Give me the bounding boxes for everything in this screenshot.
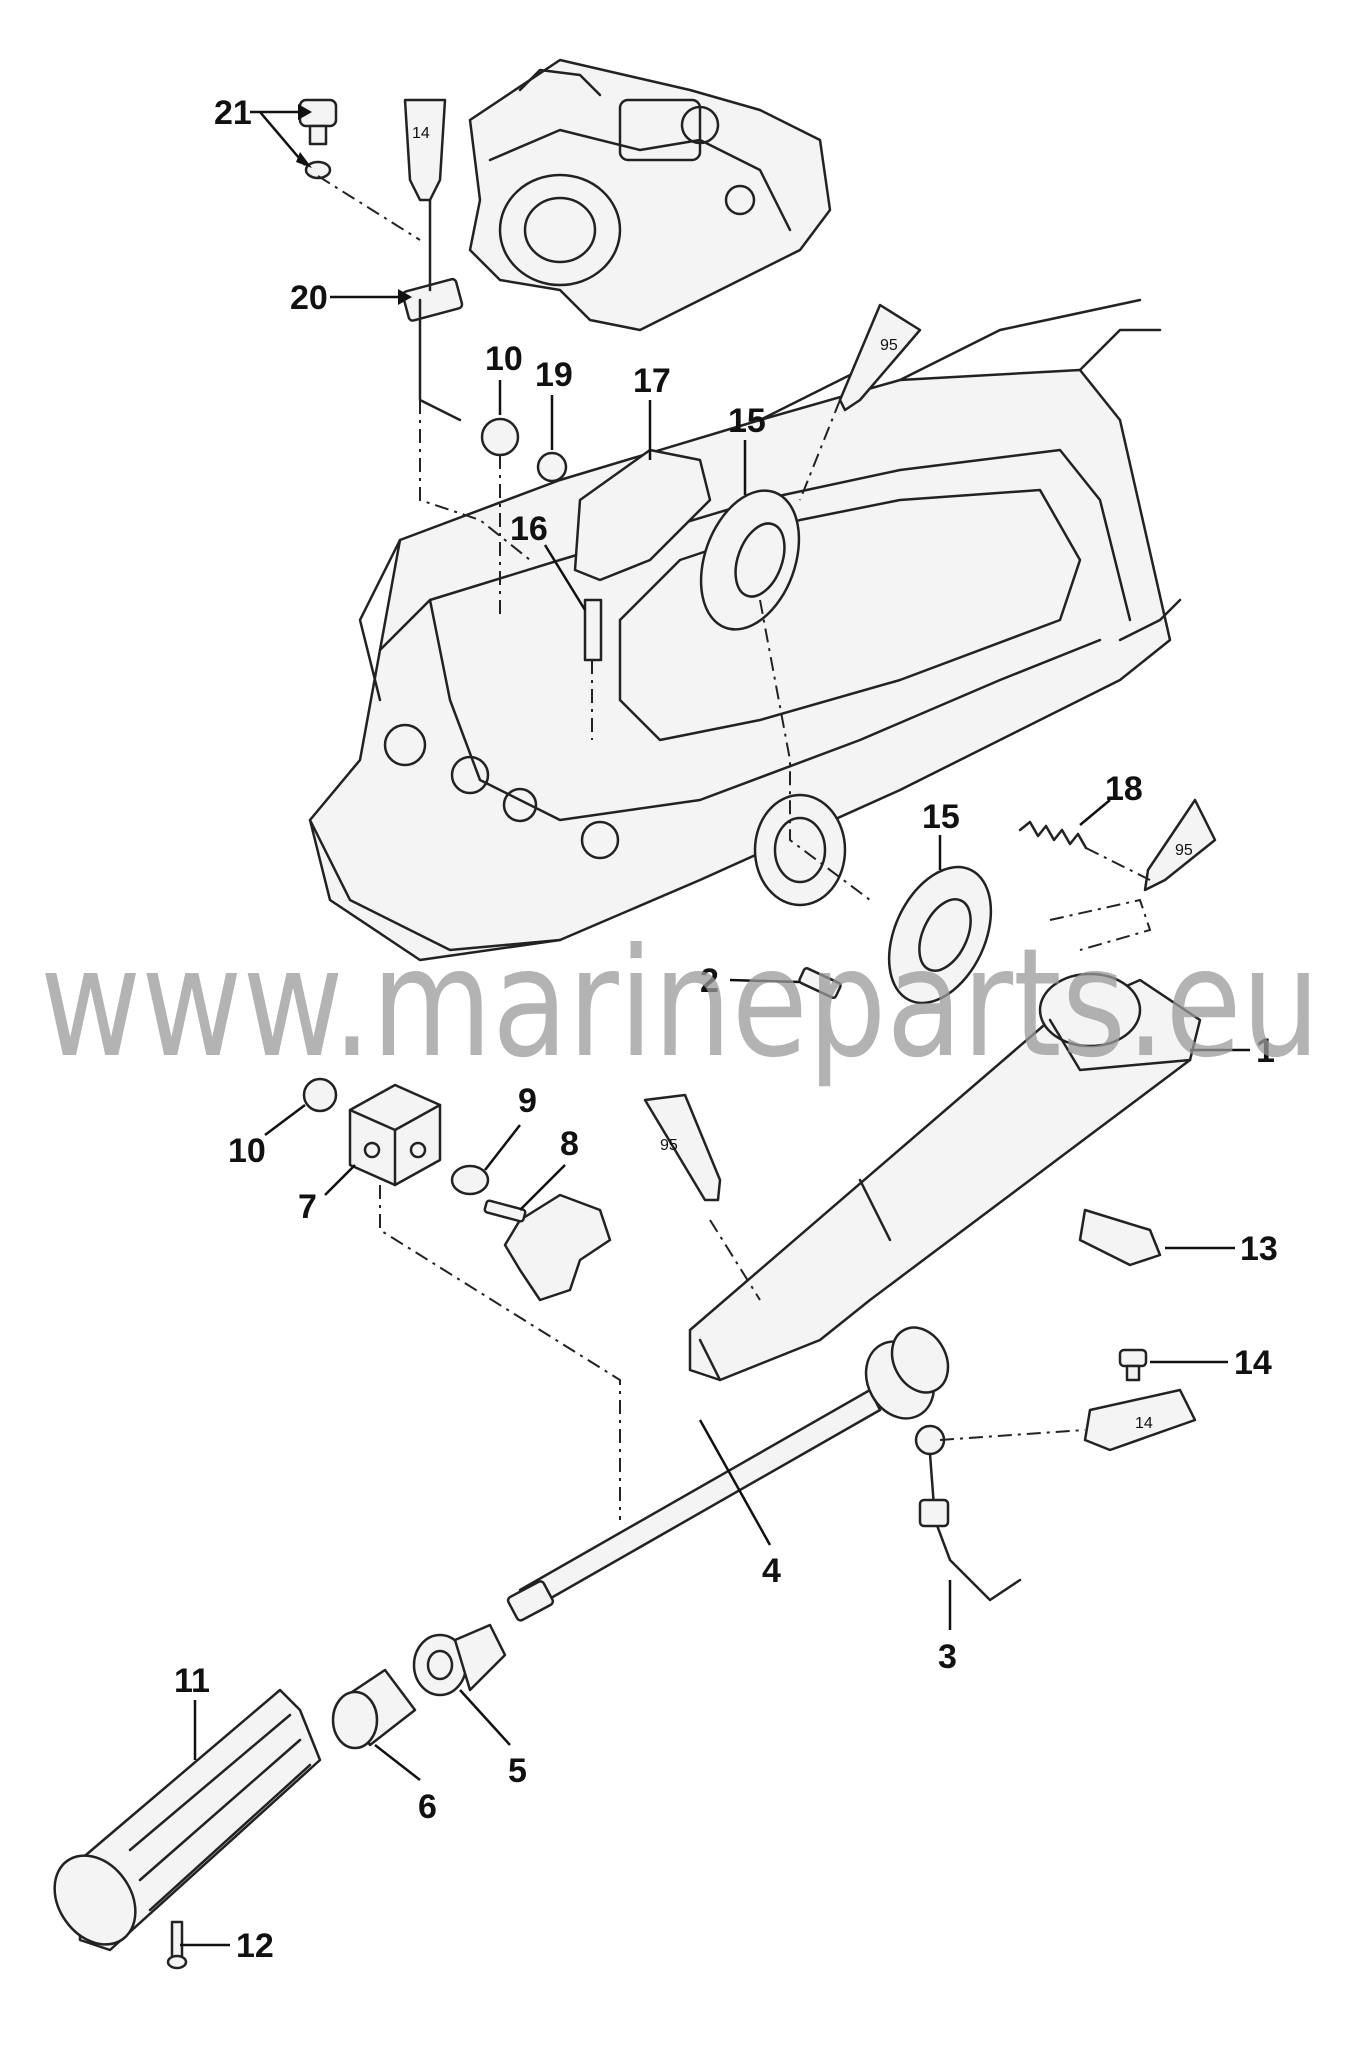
- callout-17: 17: [633, 362, 671, 400]
- svg-text:95: 95: [880, 337, 898, 354]
- tube-top-14: 14: [403, 98, 447, 202]
- washer-19: [536, 451, 568, 483]
- callout-labels: 21 20 10 19 17 15 16 18 15 2 1 10 9 8 7 …: [174, 94, 1278, 1965]
- ratchet-15-lower: [887, 865, 993, 1005]
- callout-4: 4: [762, 1552, 781, 1590]
- callout-10-lower: 10: [228, 1132, 266, 1170]
- knob-8: [483, 1193, 612, 1302]
- callout-13: 13: [1240, 1230, 1278, 1268]
- grip-11: [53, 1688, 322, 1952]
- plate-17: [573, 448, 712, 582]
- bushing-5: [412, 1623, 507, 1697]
- callout-8: 8: [560, 1125, 579, 1163]
- callout-19: 19: [535, 356, 573, 394]
- callout-9: 9: [518, 1082, 537, 1120]
- washer-9: [450, 1164, 490, 1196]
- callout-14: 14: [1234, 1344, 1272, 1382]
- svg-text:95: 95: [660, 1137, 678, 1154]
- callout-2: 2: [700, 962, 719, 1000]
- callout-7: 7: [298, 1188, 317, 1226]
- nut-10-upper: [480, 417, 520, 457]
- svg-text:95: 95: [1175, 842, 1193, 859]
- carburetor: [468, 58, 832, 332]
- screw-12: [166, 1920, 188, 1970]
- nut-10-lower: [302, 1077, 338, 1113]
- sleeve-6: [331, 1668, 417, 1750]
- callout-12: 12: [236, 1927, 274, 1965]
- tube-95-upper: 95: [838, 303, 922, 412]
- svg-text:14: 14: [1135, 1415, 1153, 1432]
- callout-6: 6: [418, 1788, 437, 1826]
- bracket-20: [401, 188, 464, 422]
- clip-2: [798, 967, 842, 999]
- leaders: [180, 104, 1250, 1947]
- callout-3: 3: [938, 1638, 957, 1676]
- callout-18: 18: [1105, 770, 1143, 808]
- bolt-21: [298, 98, 338, 180]
- callout-16: 16: [510, 510, 548, 548]
- callout-15-lower: 15: [922, 798, 960, 836]
- ratchet-15-upper: [699, 489, 801, 631]
- block-7: [348, 1083, 442, 1187]
- tiller-arm-1: [688, 972, 1202, 1382]
- shaft-4: [506, 1326, 950, 1622]
- spring-18: [1018, 820, 1088, 850]
- callout-1: 1: [1256, 1032, 1275, 1070]
- callout-20: 20: [290, 279, 328, 317]
- tube-95-mid: 95: [643, 1093, 722, 1202]
- lower-cowl: [308, 298, 1182, 962]
- svg-text:14: 14: [412, 125, 430, 142]
- tube-95-right: 95: [1143, 798, 1217, 892]
- cable-3: [914, 1424, 1022, 1602]
- clip-13: [1078, 1208, 1162, 1267]
- callout-10-upper: 10: [485, 340, 523, 378]
- callout-5: 5: [508, 1752, 527, 1790]
- screw-14: [1118, 1348, 1148, 1382]
- callout-11: 11: [174, 1662, 210, 1700]
- callout-21: 21: [214, 94, 252, 132]
- assembly-lines: [317, 175, 1152, 1520]
- callout-15-upper: 15: [728, 402, 766, 440]
- tube-14-lower: 14: [1083, 1388, 1197, 1452]
- stud-16: [583, 598, 603, 662]
- watermark: www.marineparts.eu: [40, 917, 1320, 1091]
